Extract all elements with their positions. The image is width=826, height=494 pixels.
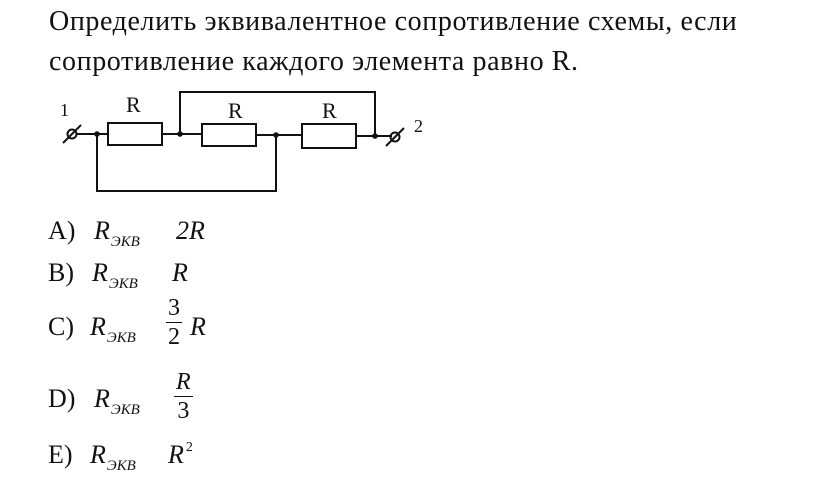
- answer-letter: D): [48, 384, 76, 413]
- resistor-label-1: R: [126, 92, 141, 117]
- fraction-numerator: 3: [168, 295, 180, 321]
- junction-node: [273, 132, 279, 138]
- resistor-3: [301, 123, 357, 149]
- answer-letter: C): [48, 312, 74, 341]
- subscript: ЭКВ: [106, 458, 136, 474]
- question-text: Определить эквивалентное сопротивление с…: [49, 2, 819, 82]
- exponent: 2: [185, 440, 193, 455]
- terminal-2: [389, 131, 401, 143]
- r-equivalent-symbol: RЭКВ: [92, 258, 138, 292]
- subscript: ЭКВ: [108, 276, 138, 292]
- resistor-2: [201, 123, 257, 147]
- resistor-label-2: R: [228, 98, 243, 123]
- node-label-1: 1: [60, 100, 69, 120]
- fraction-bar: [174, 396, 193, 397]
- r-equivalent-symbol: RЭКВ: [94, 384, 140, 418]
- question-line-1: Определить эквивалентное сопротивление с…: [49, 6, 738, 37]
- fraction-denominator: 2: [168, 324, 180, 350]
- question-line-2: сопротивление каждого элемента равно R.: [49, 46, 579, 77]
- answer-letter: E): [48, 440, 73, 469]
- fraction-denominator: 3: [177, 398, 190, 424]
- junction-node: [177, 131, 183, 137]
- answer-option-d[interactable]: D) RЭКВ R 3: [48, 369, 248, 424]
- answer-option-b[interactable]: B) RЭКВ R: [48, 258, 248, 298]
- answer-option-a[interactable]: A) RЭКВ 2R: [48, 216, 248, 256]
- subscript: ЭКВ: [110, 234, 140, 250]
- answer-letter: A): [48, 216, 76, 245]
- junction-node: [94, 131, 100, 137]
- resistor-1: [107, 122, 163, 146]
- subscript: ЭКВ: [106, 330, 136, 346]
- fraction: 3 2: [166, 294, 182, 351]
- answer-value: 2R: [176, 216, 205, 245]
- answer-option-c[interactable]: C) RЭКВ 3 2 R: [48, 295, 248, 352]
- r-equivalent-symbol: RЭКВ: [90, 440, 136, 474]
- answer-letter: B): [48, 258, 74, 287]
- fraction-bar: [166, 322, 182, 323]
- node-label-2: 2: [414, 116, 423, 136]
- r-equivalent-symbol: RЭКВ: [94, 216, 140, 250]
- answer-value: R: [172, 258, 188, 287]
- resistor-label-3: R: [322, 98, 337, 123]
- r-equivalent-symbol: RЭКВ: [90, 312, 136, 346]
- answer-suffix: R: [190, 312, 206, 341]
- fraction: R 3: [174, 368, 193, 425]
- fraction-numerator: R: [176, 369, 191, 395]
- subscript: ЭКВ: [110, 402, 140, 418]
- junction-node: [372, 133, 378, 139]
